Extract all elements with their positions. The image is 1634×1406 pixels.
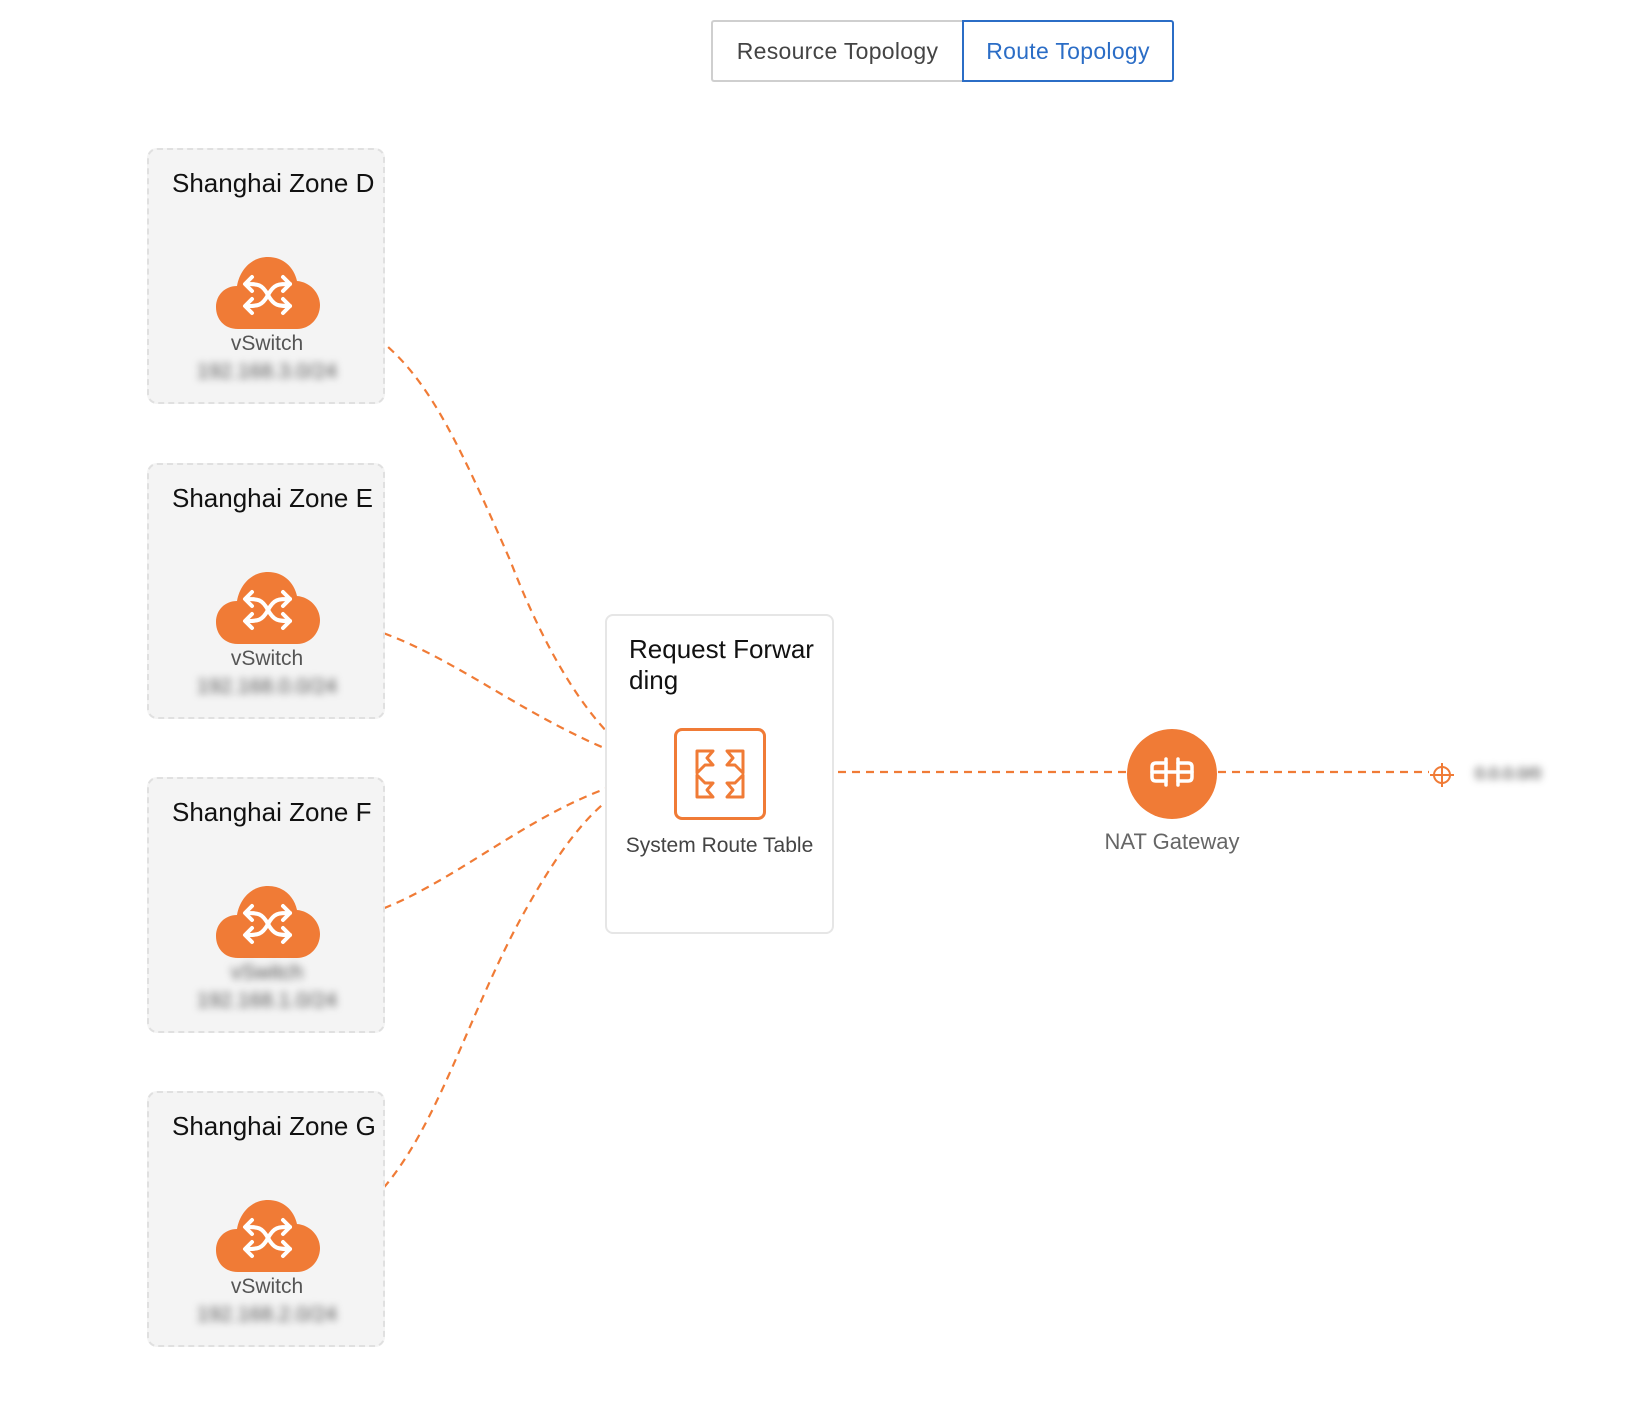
vswitch-label[interactable]: vSwitch <box>230 961 304 984</box>
zone-card-f: Shanghai Zone F vSwitch 192.168.1.0/24 <box>147 777 385 1033</box>
zone-title: Shanghai Zone E <box>172 483 373 513</box>
topology-view-switch: Resource Topology Route Topology <box>711 20 1174 82</box>
endpoint-cidr-label: 0.0.0.0/0 <box>1475 764 1542 783</box>
nat-gateway-label[interactable]: NAT Gateway <box>1104 829 1240 854</box>
zone-card-e: Shanghai Zone E vSwitch 192.168.0.0/24 <box>147 463 385 719</box>
frame-title: Request Forwarding <box>629 634 814 695</box>
vswitch-cidr: 192.168.3.0/24 <box>196 360 338 383</box>
request-forwarding-frame: Request Forwarding System Route Table <box>605 614 834 934</box>
vswitch-cloud-icon[interactable] <box>216 1198 320 1274</box>
vswitch-cidr: 192.168.1.0/24 <box>196 989 338 1012</box>
crosshair-icon[interactable] <box>1429 762 1455 788</box>
route-table-icon <box>695 749 745 799</box>
route-table-node[interactable] <box>674 728 766 820</box>
zone-title: Shanghai Zone D <box>172 168 375 198</box>
zone-card-g: Shanghai Zone G vSwitch 192.168.2.0/24 <box>147 1091 385 1347</box>
zone-card-d: Shanghai Zone D vSwitch 192.168.3.0/24 <box>147 148 385 404</box>
zone-title: Shanghai Zone G <box>172 1111 376 1141</box>
vswitch-cloud-icon[interactable] <box>216 570 320 646</box>
tab-route-topology[interactable]: Route Topology <box>962 20 1174 82</box>
route-table-label[interactable]: System Route Table <box>625 834 814 857</box>
vswitch-cidr: 192.168.0.0/24 <box>196 675 338 698</box>
nat-gateway-icon[interactable] <box>1126 728 1218 820</box>
zone-title: Shanghai Zone F <box>172 797 372 827</box>
vswitch-cloud-icon[interactable] <box>216 884 320 960</box>
vswitch-label[interactable]: vSwitch <box>230 332 304 355</box>
vswitch-cidr: 192.168.2.0/24 <box>196 1303 338 1326</box>
tab-resource-topology[interactable]: Resource Topology <box>711 20 962 82</box>
vswitch-cloud-icon[interactable] <box>216 255 320 331</box>
vswitch-label[interactable]: vSwitch <box>230 647 304 670</box>
vswitch-label[interactable]: vSwitch <box>230 1275 304 1298</box>
